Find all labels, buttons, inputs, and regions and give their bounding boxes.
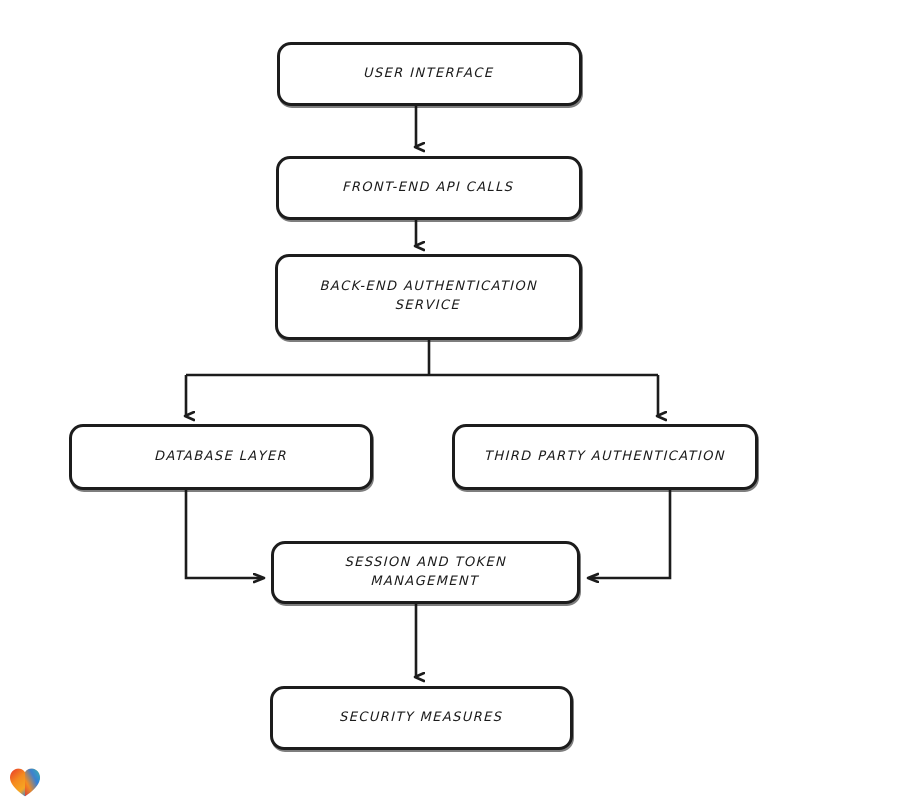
node-label: USER INTERFACE: [363, 65, 496, 81]
node-session-and-token-management[interactable]: SESSION AND TOKEN MANAGEMENT: [271, 541, 580, 604]
node-label: DATABASE LAYER: [154, 448, 288, 464]
node-database-layer[interactable]: DATABASE LAYER: [69, 424, 373, 490]
node-label: SESSION AND TOKEN MANAGEMENT: [344, 554, 508, 589]
node-backend-authentication-service[interactable]: BACK-END AUTHENTICATION SERVICE: [275, 254, 582, 340]
node-user-interface[interactable]: USER INTERFACE: [277, 42, 582, 106]
node-label: THIRD PARTY AUTHENTICATION: [484, 448, 726, 464]
node-label: BACK-END AUTHENTICATION SERVICE: [319, 279, 539, 313]
node-label: FRONT-END API CALLS: [342, 179, 516, 195]
gradient-heart-icon: [10, 768, 40, 797]
node-label: SECURITY MEASURES: [339, 709, 504, 725]
edge-thirdparty-to-session: [589, 490, 672, 578]
node-frontend-api-calls[interactable]: FRONT-END API CALLS: [276, 156, 582, 220]
node-third-party-authentication[interactable]: THIRD PARTY AUTHENTICATION: [452, 424, 758, 490]
edge-database-to-session: [184, 490, 263, 578]
node-security-measures[interactable]: SECURITY MEASURES: [270, 686, 573, 750]
